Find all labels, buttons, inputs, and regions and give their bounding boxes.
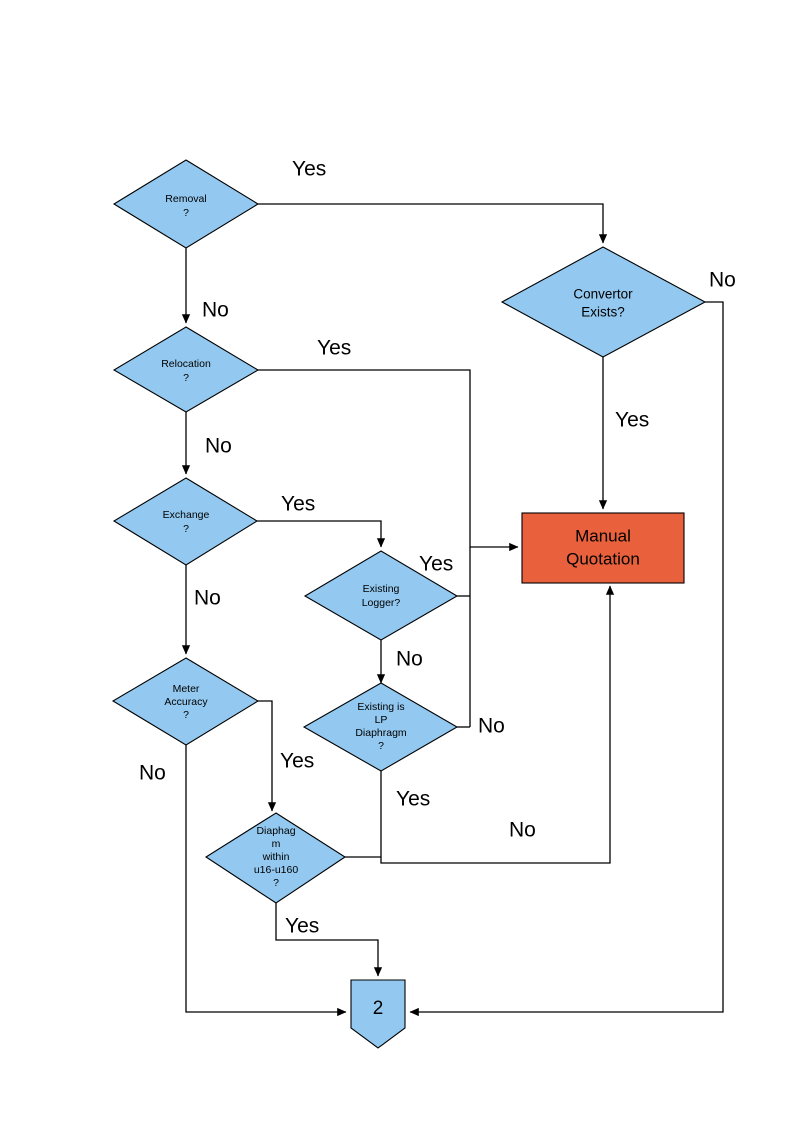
node-exchange-label-2: ? bbox=[183, 523, 189, 535]
edge-label-relocation-yes: Yes bbox=[317, 337, 351, 360]
node-existing-lp-diaphragm[interactable]: Existing is LP Diaphragm ? bbox=[302, 682, 459, 772]
edge-exchange-yes bbox=[257, 520, 386, 548]
node-existing-lp-label-3: Diaphragm bbox=[355, 727, 407, 739]
node-manual-quotation-label-1: Manual bbox=[575, 526, 631, 545]
edge-diaphragm-yes bbox=[275, 903, 383, 977]
node-convertor-exists-label-2: Exists? bbox=[581, 305, 625, 320]
edge-meter-accuracy-yes bbox=[258, 700, 277, 812]
edge-label-relocation-no: No bbox=[205, 435, 232, 458]
edge-removal-yes bbox=[258, 203, 608, 244]
edge-existing-lp-yes bbox=[380, 585, 615, 864]
node-meter-accuracy-label-3: ? bbox=[183, 709, 189, 721]
edge-label-existing-lp-yes: Yes bbox=[396, 788, 430, 811]
node-diaphragm-within-label-2: m bbox=[272, 838, 281, 850]
node-convertor-exists-label-1: Convertor bbox=[573, 287, 633, 302]
node-meter-accuracy-label-1: Meter bbox=[173, 683, 200, 695]
edge-label-convertor-no: No bbox=[709, 269, 736, 292]
node-convertor-exists[interactable]: Convertor Exists? bbox=[500, 246, 707, 358]
node-relocation[interactable]: Relocation ? bbox=[112, 326, 260, 413]
node-exchange-label-1: Exchange bbox=[163, 509, 210, 521]
node-relocation-label-1: Relocation bbox=[161, 358, 211, 370]
edge-label-diaphragm-no: No bbox=[509, 819, 536, 842]
edge-label-meter-accuracy-no: No bbox=[139, 762, 166, 785]
node-manual-quotation-label-2: Quotation bbox=[566, 549, 640, 568]
edge-label-existing-logger-no: No bbox=[396, 648, 423, 671]
node-removal-label-1: Removal bbox=[165, 193, 206, 205]
edge-label-removal-yes: Yes bbox=[292, 158, 326, 181]
node-connector-two[interactable]: 2 bbox=[350, 979, 406, 1049]
node-diaphragm-within-label-5: ? bbox=[273, 877, 279, 889]
edge-label-existing-logger-yes: Yes bbox=[419, 553, 453, 576]
node-diaphragm-within-label-3: within bbox=[262, 851, 290, 863]
edge-label-meter-accuracy-yes: Yes bbox=[280, 750, 314, 773]
edge-label-exchange-no: No bbox=[194, 587, 221, 610]
node-exchange[interactable]: Exchange ? bbox=[112, 477, 259, 566]
edge-relocation-yes bbox=[258, 369, 519, 552]
node-existing-lp-label-4: ? bbox=[378, 740, 384, 752]
edge-label-existing-lp-no: No bbox=[478, 715, 505, 738]
node-existing-lp-label-1: Existing is bbox=[357, 701, 404, 713]
node-existing-logger[interactable]: Existing Logger? bbox=[303, 550, 459, 641]
node-manual-quotation[interactable]: Manual Quotation bbox=[521, 512, 685, 584]
node-existing-logger-label-1: Existing bbox=[363, 583, 400, 595]
node-relocation-label-2: ? bbox=[183, 372, 189, 384]
edge-label-exchange-yes: Yes bbox=[281, 493, 315, 516]
node-diaphragm-within-label-4: u16-u160 bbox=[254, 864, 299, 876]
edge-meter-accuracy-no bbox=[185, 745, 347, 1017]
edge-label-convertor-yes: Yes bbox=[615, 409, 649, 432]
node-meter-accuracy[interactable]: Meter Accuracy ? bbox=[111, 657, 260, 746]
node-meter-accuracy-label-2: Accuracy bbox=[164, 696, 208, 708]
node-connector-two-label: 2 bbox=[373, 998, 384, 1019]
node-diaphragm-within[interactable]: Diaphag m within u16-u160 ? bbox=[204, 812, 347, 904]
node-diaphragm-within-label-1: Diaphag bbox=[256, 825, 295, 837]
node-removal-label-2: ? bbox=[183, 207, 189, 219]
node-existing-logger-label-2: Logger? bbox=[362, 597, 401, 609]
node-existing-lp-label-2: LP bbox=[375, 714, 388, 726]
node-removal[interactable]: Removal ? bbox=[112, 159, 260, 249]
edge-convertor-no bbox=[409, 301, 724, 1017]
edge-label-diaphragm-yes: Yes bbox=[285, 915, 319, 938]
edge-label-removal-no: No bbox=[202, 299, 229, 322]
